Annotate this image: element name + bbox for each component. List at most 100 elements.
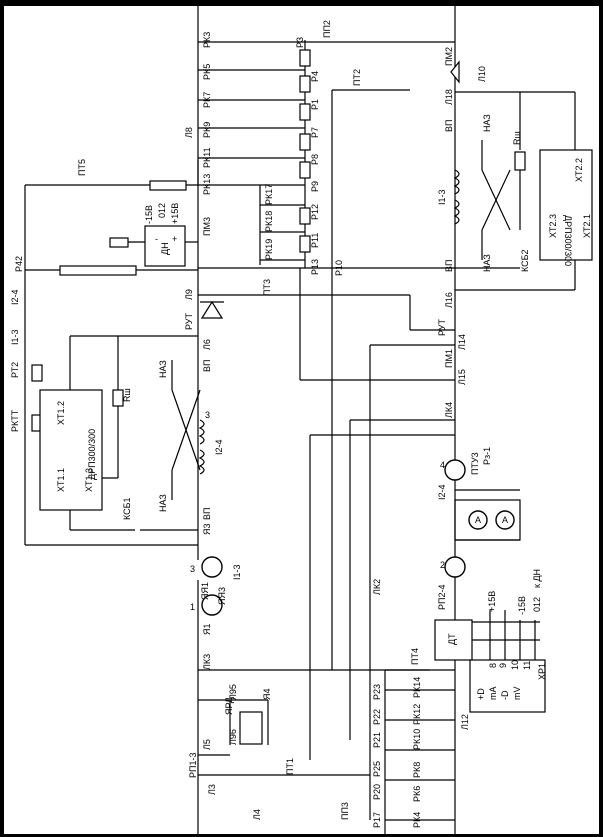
label-ammeter-a2: А bbox=[502, 515, 508, 525]
label-v012-out: 012 bbox=[532, 597, 542, 612]
label-m15v: -15В bbox=[144, 205, 154, 224]
label-xr1: ХР1 bbox=[537, 663, 547, 680]
label-p20: Р20 bbox=[372, 784, 382, 800]
label-drp-left: ДРП300/300 bbox=[87, 429, 97, 480]
label-p25: Р25 bbox=[372, 761, 382, 777]
label-drp-top: ДРП300/300 bbox=[563, 215, 573, 266]
label-rsh-left: Rш bbox=[122, 388, 132, 402]
label-i13-left: I1-3 bbox=[10, 329, 20, 345]
label-i13-top: I1-3 bbox=[437, 189, 447, 205]
label-rp24: РП2-4 bbox=[437, 585, 447, 610]
label-vp-top: ВП bbox=[444, 120, 454, 132]
label-naz-r2: НАЗ bbox=[482, 254, 492, 272]
label-term-8: 8 bbox=[488, 663, 498, 668]
machines bbox=[201, 459, 515, 616]
label-coil-3: 3 bbox=[205, 410, 210, 420]
label-xt21: ХТ2.1 bbox=[582, 214, 592, 238]
label-p10: Р10 bbox=[334, 260, 344, 276]
label-l10: Л10 bbox=[477, 66, 487, 82]
label-rk3: РК3 bbox=[202, 32, 212, 48]
label-l4: Л4 bbox=[252, 809, 262, 820]
label-naz-l2: НАЗ bbox=[158, 494, 168, 512]
label-i24-right: I2-4 bbox=[437, 484, 447, 500]
label-vp-l2: ВП bbox=[202, 508, 212, 520]
label-l15: Л15 bbox=[457, 369, 467, 385]
label-rsh-top: Rш bbox=[512, 131, 522, 145]
label-rk5: РК5 bbox=[202, 64, 212, 80]
label-l9: Л9 bbox=[184, 289, 194, 300]
label-p11: Р11 bbox=[310, 233, 320, 248]
label-l5: Л5 bbox=[202, 739, 212, 750]
label-l14: Л14 bbox=[457, 334, 467, 350]
label-term-10: 10 bbox=[510, 660, 520, 670]
label-l6: Л6 bbox=[202, 339, 212, 350]
label-p23: Р23 bbox=[372, 684, 382, 700]
label-rk9: РК9 bbox=[202, 122, 212, 138]
label-rk14: РК14 bbox=[412, 677, 422, 698]
label-rk11: РК11 bbox=[202, 147, 212, 168]
label-rk8: РК8 bbox=[412, 762, 422, 778]
label-pp2: ПП2 bbox=[322, 20, 332, 38]
label-p13: Р13 bbox=[310, 259, 320, 275]
label-l16: Л16 bbox=[444, 292, 454, 308]
label-ptu3: ПТУ3 bbox=[470, 452, 480, 475]
label-rut-right: РУТ bbox=[437, 318, 447, 336]
label-ma: mA bbox=[488, 687, 498, 701]
label-pm3: ПМ3 bbox=[202, 217, 212, 236]
label-rk17: РК17 bbox=[264, 184, 274, 205]
label-pm2: ПМ2 bbox=[444, 47, 454, 66]
label-rut-left: РУТ bbox=[184, 312, 194, 330]
label-pt2: ПТ2 bbox=[352, 69, 362, 86]
label-l95: Л95 bbox=[228, 684, 238, 700]
label-rp13: РП1-3 bbox=[188, 753, 198, 778]
label-m15-out: -15В bbox=[517, 596, 527, 615]
label-i24-mid: I2-4 bbox=[214, 439, 224, 455]
label-ammeter-a1: А bbox=[475, 515, 481, 525]
label-vp-l: ВП bbox=[202, 360, 212, 372]
label-l8: Л8 bbox=[184, 127, 194, 138]
label-yar1: ЯЯ1 bbox=[200, 582, 210, 600]
label-p21: Р21 bbox=[372, 732, 382, 748]
label-pt1: ПТ1 bbox=[285, 758, 295, 775]
label-rk13: РК13 bbox=[202, 174, 212, 195]
label-rk4: РК4 bbox=[412, 812, 422, 828]
label-yad: ЯРД bbox=[224, 697, 234, 715]
blocks bbox=[39, 149, 593, 745]
label-p3: Р3 bbox=[295, 37, 305, 48]
label-p17: Р17 bbox=[372, 812, 382, 828]
label-ya3: Я3 bbox=[202, 523, 212, 535]
label-rt2: РТ2 bbox=[10, 362, 20, 378]
label-lk4: ЛК4 bbox=[444, 402, 454, 418]
label-pp3: ПП3 bbox=[340, 802, 350, 820]
label-motor-1: 1 bbox=[190, 602, 195, 612]
resistors bbox=[31, 49, 526, 432]
label-xt22: ХТ2.2 bbox=[574, 158, 584, 182]
label-ksb2: КСБ2 bbox=[520, 249, 530, 272]
label-naz-l1: НАЗ bbox=[158, 360, 168, 378]
label-motor-2: 2 bbox=[440, 560, 445, 570]
label-layer: РК3 Р3 ПП2 ПМ2 Л10 РК5 Р4 ПТ2 РК7 Р1 Л18… bbox=[10, 20, 592, 828]
label-i13-bot: I1-3 bbox=[232, 564, 242, 580]
label-dt: ДТ bbox=[447, 633, 457, 645]
label-dn-plus: + bbox=[172, 234, 177, 244]
label-012: 012 bbox=[157, 203, 167, 218]
label-rk12: РК12 bbox=[412, 704, 422, 725]
label-ro: Рз-1 bbox=[482, 447, 492, 465]
label-lk3: ЛК3 bbox=[202, 654, 212, 670]
label-ya1: Я1 bbox=[202, 623, 212, 635]
inductors bbox=[198, 169, 460, 475]
label-p15v: +15В bbox=[170, 203, 180, 224]
label-term-9: 9 bbox=[498, 663, 508, 668]
label-mv: mV bbox=[512, 687, 522, 701]
label-rk6: РК6 bbox=[412, 786, 422, 802]
label-p12: Р12 bbox=[310, 204, 320, 220]
label-rk18: РК18 bbox=[264, 211, 274, 232]
label-ksb1: КСБ1 bbox=[122, 497, 132, 520]
label-v15-out: +15В bbox=[487, 591, 497, 612]
label-motor-4: 4 bbox=[440, 460, 445, 470]
label-yaya3: ЯЯ3 bbox=[217, 587, 227, 605]
label-dn-ref: к ДН bbox=[532, 569, 542, 588]
label-l96: Л96 bbox=[228, 729, 238, 745]
label-naz-top: НАЗ bbox=[482, 114, 492, 132]
